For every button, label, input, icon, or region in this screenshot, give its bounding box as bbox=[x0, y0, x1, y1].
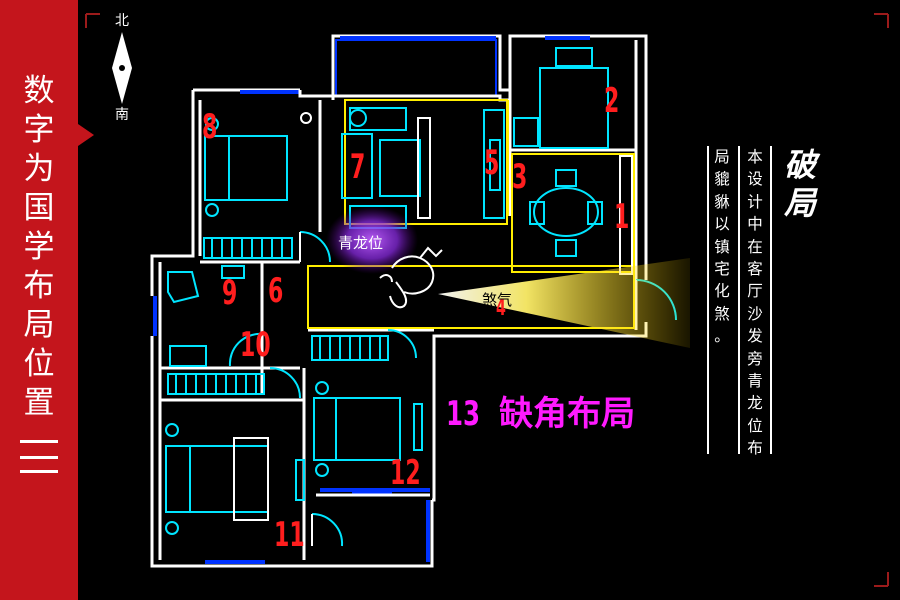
room-label-7: 7 bbox=[350, 147, 366, 187]
sidebar-title-char: 布 bbox=[23, 268, 55, 304]
room-label-11: 11 bbox=[274, 515, 305, 555]
panel-text-char: 以 bbox=[714, 215, 730, 234]
missing-corner-label: 13 缺角布局 bbox=[446, 396, 635, 432]
sidebar-title-char: 学 bbox=[23, 229, 55, 265]
missing-corner-number: 13 bbox=[446, 394, 481, 434]
title-sidebar: 数字为国学布局位置 bbox=[0, 0, 78, 600]
panel-text-char: 貔 bbox=[714, 170, 730, 189]
panel-title-char: 局 bbox=[783, 184, 816, 222]
room-label-5: 5 bbox=[484, 143, 500, 183]
panel-text-char: 。 bbox=[714, 327, 730, 346]
sidebar-title-char: 国 bbox=[23, 190, 55, 226]
compass-south-label: 南 bbox=[115, 107, 129, 123]
panel-text-char: 客 bbox=[747, 260, 763, 279]
panel-text-char: 宅 bbox=[714, 260, 730, 279]
panel-text-char: 布 bbox=[747, 439, 763, 458]
panel-text-column-2: 局貔貅以镇宅化煞。 bbox=[713, 146, 731, 348]
pixiu-icon bbox=[379, 246, 443, 309]
panel-text-char: 旁 bbox=[747, 349, 763, 368]
missing-corner-text: 缺角布局 bbox=[499, 394, 636, 434]
panel-text-char: 镇 bbox=[714, 237, 730, 256]
shaqi-label: 煞气 bbox=[482, 291, 513, 309]
sidebar-title-char: 为 bbox=[23, 151, 55, 187]
room-label-12: 12 bbox=[390, 453, 421, 493]
room-label-9: 9 bbox=[222, 273, 238, 313]
panel-text-char: 发 bbox=[747, 327, 763, 346]
panel-text-char: 貅 bbox=[714, 192, 730, 211]
panel-text-char: 龙 bbox=[747, 394, 763, 413]
room-label-1: 1 bbox=[614, 197, 630, 237]
sidebar-title-char: 字 bbox=[23, 112, 55, 148]
room-label-2: 2 bbox=[604, 81, 620, 121]
balcony-outline bbox=[335, 39, 497, 97]
panel-divider-right bbox=[770, 146, 772, 454]
shaqi-beam bbox=[438, 258, 690, 348]
room-label-8: 8 bbox=[202, 107, 218, 147]
panel-text-char: 在 bbox=[747, 237, 763, 256]
panel-text-char: 中 bbox=[747, 215, 763, 234]
sidebar-title-char: 数 bbox=[23, 73, 55, 109]
room-label-10: 10 bbox=[240, 325, 271, 365]
panel-divider-left bbox=[707, 146, 709, 454]
panel-text-char: 煞 bbox=[714, 304, 730, 323]
sidebar-title-char: 置 bbox=[23, 385, 55, 421]
room-label-3: 3 bbox=[512, 157, 528, 197]
panel-text-char: 本 bbox=[747, 148, 763, 166]
qinglong-label: 青龙位 bbox=[338, 234, 384, 252]
sidebar-title: 数字为国学布局位置 bbox=[0, 72, 78, 423]
panel-text-char: 厅 bbox=[747, 282, 763, 301]
furniture bbox=[165, 47, 677, 547]
panel-text-char: 化 bbox=[714, 282, 730, 301]
panel-title: 破局 bbox=[781, 146, 819, 222]
qinglong-glow bbox=[326, 206, 418, 274]
room-label-4: 4 bbox=[496, 296, 506, 321]
panel-text-char: 计 bbox=[747, 192, 763, 211]
sidebar-pointer bbox=[78, 124, 94, 146]
panel-text-char: 青 bbox=[747, 372, 763, 391]
compass-north-label: 北 bbox=[115, 13, 129, 29]
sidebar-title-char: 位 bbox=[23, 346, 55, 382]
panel-title-char: 破 bbox=[783, 146, 816, 184]
sidebar-number-three-mark bbox=[20, 440, 58, 477]
panel-divider-middle bbox=[738, 146, 740, 454]
panel-text-char: 位 bbox=[747, 416, 763, 435]
panel-text-column-1: 本设计中在客厅沙发旁青龙位布 bbox=[746, 146, 764, 460]
frame-corner-marks bbox=[85, 13, 889, 587]
panel-text-char: 沙 bbox=[747, 304, 763, 323]
panel-text-char: 局 bbox=[714, 148, 730, 166]
compass-needle-icon bbox=[112, 32, 132, 104]
panel-text-char: 设 bbox=[747, 170, 763, 189]
room-label-6: 6 bbox=[268, 271, 284, 311]
sidebar-title-char: 局 bbox=[23, 307, 55, 343]
